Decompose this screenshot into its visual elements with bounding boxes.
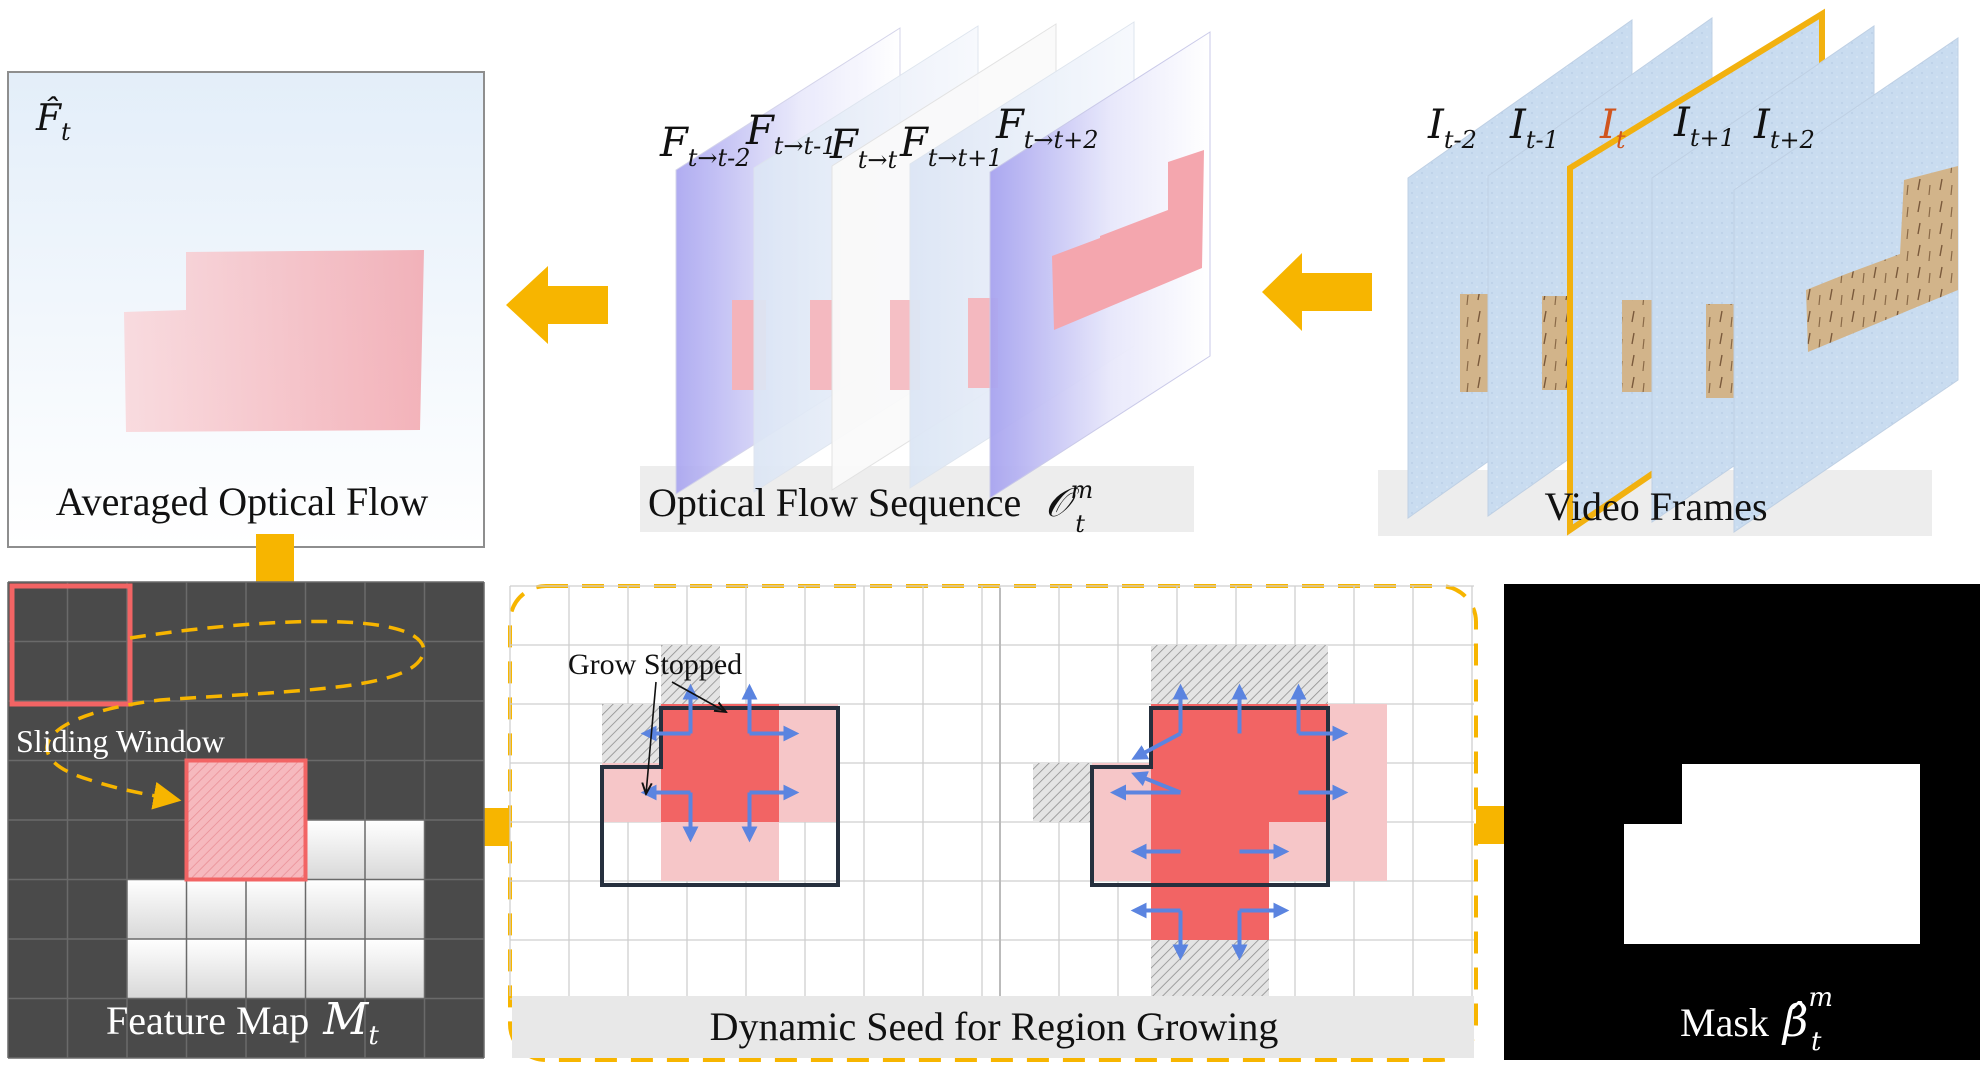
flow-frame-label-1: Ft→t-2 [659, 120, 751, 172]
feature-cell [305, 879, 365, 939]
region-growing-stage-2 [1033, 645, 1387, 999]
video-frame-label-1: It-2 [1427, 102, 1477, 154]
feature-map-grid [7, 581, 485, 1059]
region-growing-caption: Dynamic Seed for Region Growing [710, 1004, 1279, 1049]
grow-arrow [1131, 771, 1182, 795]
seed-cell [1210, 763, 1269, 822]
video-frames-caption: Video Frames [1544, 484, 1767, 529]
arrow-flow-to-average [506, 266, 608, 344]
feature-cell [127, 939, 187, 999]
video-frame-label-5: It+2 [1753, 102, 1815, 154]
feature-cell [246, 879, 306, 939]
feature-cell [186, 879, 246, 939]
flow-frame-5 [989, 31, 1211, 499]
video-frame-label-2: It-1 [1509, 102, 1559, 154]
flow-frame-label-5: Ft→t+2 [995, 102, 1099, 154]
region-growing-caption-bar [512, 996, 1474, 1058]
averaged-flow-region [124, 250, 424, 432]
sliding-window-origin [9, 583, 133, 707]
flow-frame-label-2: Ft→t-1 [745, 108, 837, 160]
flow-sequence-stack: Ft→t-2 Ft→t-1 Ft→t Ft→t+1 Ft→t+2 Optical… [640, 21, 1211, 538]
feature-cell [365, 939, 425, 999]
video-frame-5 [1733, 37, 1959, 533]
light-red-cell [1328, 822, 1387, 881]
arrow-video-to-flow [1262, 253, 1372, 331]
video-frame-5-region [1806, 166, 1958, 352]
region-outline-stage-1 [600, 706, 840, 887]
grow-stopped-pointer-2 [671, 681, 726, 712]
averaged-flow-panel: F̂t Averaged Optical Flow [7, 71, 485, 548]
video-frame-label-current: It [1599, 102, 1626, 154]
feature-cell [186, 939, 246, 999]
feature-cell [365, 879, 425, 939]
grow-stopped-label: Grow Stopped [568, 648, 742, 681]
sliding-window-path [45, 619, 426, 810]
region-outline-stage-2 [1090, 706, 1330, 887]
grow-arrow [1131, 731, 1182, 760]
feature-cell [305, 939, 365, 999]
region-growing-panel: Grow Stopped Dynamic Seed for Region Gro… [508, 584, 1478, 1062]
averaged-flow-symbol: F̂t [35, 96, 71, 146]
feature-cell [246, 939, 306, 999]
video-frames-stack: It-2 It-1 It It+1 It+2 Video Frames [1378, 8, 1959, 536]
region-growing-stage-1 [600, 645, 840, 887]
flow-frame-label-4: Ft→t+1 [899, 120, 1003, 172]
sliding-window-label: Sliding Window [16, 723, 225, 759]
feature-cell [365, 820, 425, 880]
grow-stopped-pointer-1 [646, 681, 657, 794]
averaged-flow-caption: Averaged Optical Flow [56, 479, 429, 524]
flow-frame-5-region [1052, 150, 1204, 330]
feature-cell [305, 820, 365, 880]
feature-cell [127, 879, 187, 939]
mask-region [1624, 764, 1920, 944]
hatched-cell [1033, 763, 1092, 822]
sliding-window-current [184, 758, 308, 882]
video-frame-label-4: It+1 [1673, 100, 1735, 152]
flow-frame-label-3: Ft→t [829, 122, 898, 174]
